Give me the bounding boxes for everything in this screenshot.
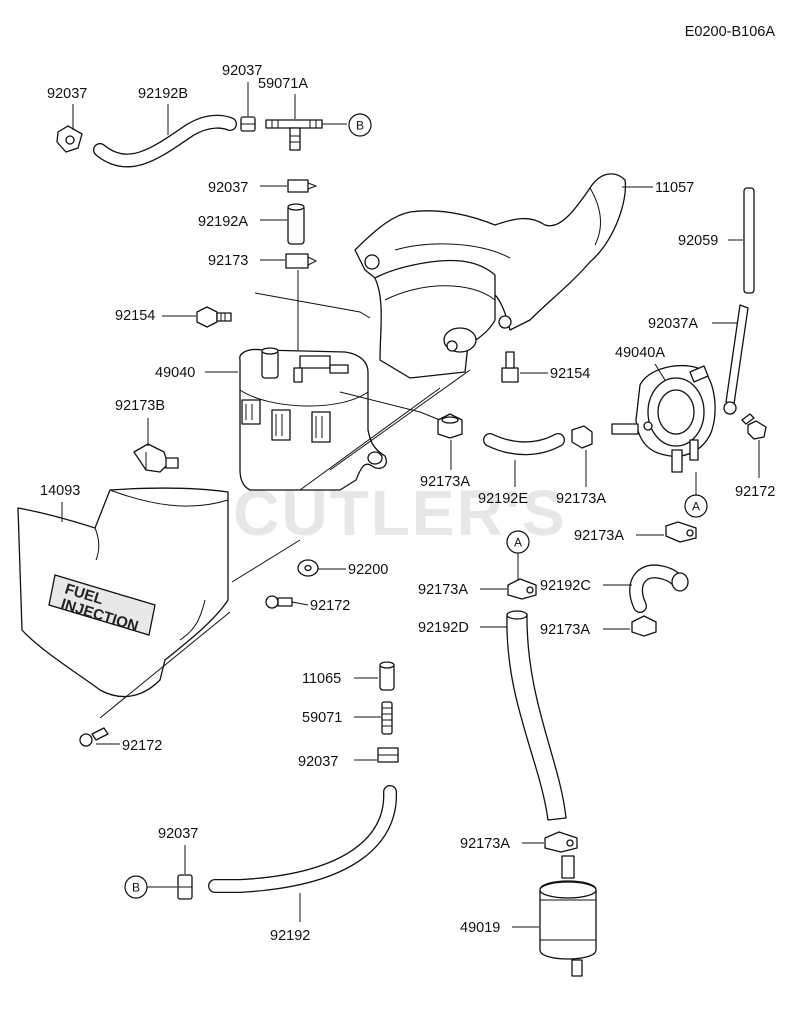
clamp-92037-mid (287, 179, 318, 193)
hose-92059 (743, 187, 755, 294)
label-92172: 92172 (122, 738, 162, 754)
svg-text:B: B (132, 881, 140, 895)
fuel-pump-module-49040 (239, 347, 387, 491)
label-59071: 59071 (302, 710, 342, 726)
screw-92172-left (79, 727, 109, 747)
clamp-92037-top (240, 116, 256, 132)
label-11057: 11057 (655, 180, 694, 196)
label-92154: 92154 (115, 308, 155, 324)
callout-a-center: A (506, 530, 530, 554)
label-92037: 92037 (158, 826, 198, 842)
fuel-filter-49019 (539, 855, 597, 977)
label-92173A: 92173A (418, 582, 468, 598)
label-92192E: 92192E (478, 491, 528, 507)
bracket-11057 (354, 173, 627, 379)
bolt-92154-right (501, 351, 519, 383)
label-92037: 92037 (298, 754, 338, 770)
svg-text:A: A (692, 500, 700, 514)
label-92037: 92037 (47, 86, 87, 102)
clamp-92173A-6 (544, 831, 578, 853)
screw-92172-right (741, 413, 767, 440)
fuel-injection-cover-14093: FUEL INJECTION (17, 487, 229, 698)
clamp-92037-low (377, 747, 399, 763)
label-14093: 14093 (40, 483, 80, 499)
label-92192C: 92192C (540, 578, 591, 594)
label-92037: 92037 (222, 63, 262, 79)
callout-b-bottom: B (124, 875, 148, 899)
clamp-92173A-2 (571, 425, 593, 449)
clamp-92173B (133, 443, 179, 473)
hose-92192C (629, 564, 689, 613)
label-49019: 49019 (460, 920, 500, 936)
callout-b-top: B (348, 113, 372, 137)
label-92173A: 92173A (556, 491, 606, 507)
washer-92200 (297, 559, 319, 577)
clamp-92173A-3 (665, 521, 697, 543)
hose-92192 (208, 785, 398, 893)
bolt-92154-left (196, 306, 232, 328)
t-fitting-59071A (265, 119, 323, 151)
cap-11065 (379, 661, 395, 691)
label-92173B: 92173B (115, 398, 165, 414)
clamp-92173 (285, 253, 318, 269)
clamp-92037-top-left (56, 125, 83, 153)
label-92192: 92192 (270, 928, 310, 944)
hose-92192E (483, 433, 565, 456)
label-92173A: 92173A (460, 836, 510, 852)
label-92037: 92037 (208, 180, 248, 196)
fitting-59071 (381, 701, 393, 735)
label-59071A: 59071A (258, 76, 308, 92)
label-11065: 11065 (302, 671, 341, 687)
label-92173A: 92173A (574, 528, 624, 544)
svg-text:B: B (356, 119, 364, 133)
label-92192A: 92192A (198, 214, 248, 230)
label-92173: 92173 (208, 253, 248, 269)
clamp-92037-bottom (177, 874, 193, 900)
fuel-pump-49040A (611, 364, 716, 473)
clamp-92173A-4 (631, 615, 657, 637)
label-92059: 92059 (678, 233, 718, 249)
label-92173A: 92173A (420, 474, 470, 490)
label-92154: 92154 (550, 366, 590, 382)
label-92037A: 92037A (648, 316, 698, 332)
clamp-92173A-1 (437, 413, 463, 439)
hose-92192B (93, 114, 237, 168)
label-92192B: 92192B (138, 86, 188, 102)
label-49040A: 49040A (615, 345, 665, 361)
label-92200: 92200 (348, 562, 388, 578)
hose-92192A (287, 203, 305, 245)
diagram-code: E0200-B106A (685, 24, 776, 40)
screw-92172-mid (265, 595, 293, 609)
callout-a-right: A (684, 494, 708, 518)
label-92173A: 92173A (540, 622, 590, 638)
clamp-92173A-5 (507, 578, 537, 600)
label-92192D: 92192D (418, 620, 469, 636)
svg-text:A: A (514, 536, 522, 550)
hose-92037A (723, 304, 749, 415)
label-92172: 92172 (310, 598, 350, 614)
label-49040: 49040 (155, 365, 195, 381)
label-92172: 92172 (735, 484, 775, 500)
hose-92192D (506, 610, 567, 821)
